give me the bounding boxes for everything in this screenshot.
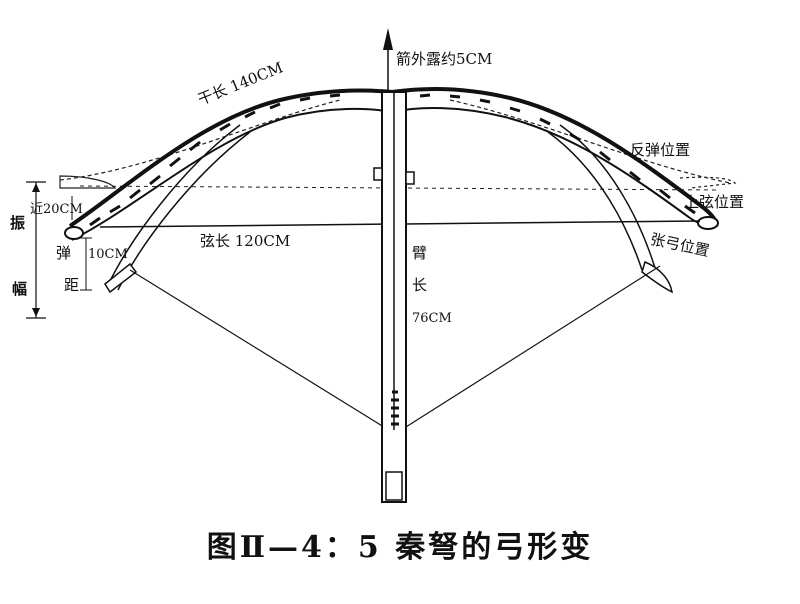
span-dan-char: 弹 [56, 244, 72, 262]
amplitude-zhen-char: 振 [10, 214, 26, 232]
drawn-tip-left [104, 262, 138, 294]
amplitude-fu-char: 幅 [12, 280, 28, 298]
amplitude-arrow-top [32, 183, 40, 192]
drawn-tip-right [641, 260, 673, 294]
stock-clamp-left [373, 167, 383, 181]
bow-upper-edge [68, 86, 719, 228]
drawn-limb-right [547, 124, 656, 271]
trigger-mechanism [391, 390, 399, 426]
span-ju-char: 距 [64, 276, 80, 294]
rebound-limb-tip-left [59, 175, 117, 189]
right-limb-tip [697, 216, 719, 230]
drawn-string-left [129, 269, 393, 433]
rebound-bow-dashed [59, 99, 731, 184]
rebound-position-label: 反弹位置 [630, 141, 691, 159]
amplitude-arrow-bottom [32, 308, 40, 317]
left-limb-tip [64, 226, 84, 240]
stock-clamp-right [405, 171, 415, 185]
stock-length-value: 76CM [412, 311, 452, 326]
arrow-head [383, 28, 393, 50]
near-20cm-label: 近20CM [30, 202, 83, 217]
stock-chang-char: 长 [412, 276, 428, 294]
string-length-label: 弦长 120CM [200, 232, 291, 250]
drawn-string-right [397, 265, 661, 433]
arrow-exposure-label: 箭外露约5CM [396, 50, 493, 68]
stock-bei-char: 臂 [412, 244, 428, 262]
bow-lower-edge [71, 107, 717, 241]
ten-cm-label: 10CM [88, 247, 128, 262]
rebound-limb-tip-right [679, 176, 737, 189]
figure-caption: 图Ⅱ—4：5 秦弩的弓形变 [206, 530, 594, 565]
upper-string-position-label: 上弦位置 [684, 193, 745, 211]
stock-butt [385, 471, 403, 501]
